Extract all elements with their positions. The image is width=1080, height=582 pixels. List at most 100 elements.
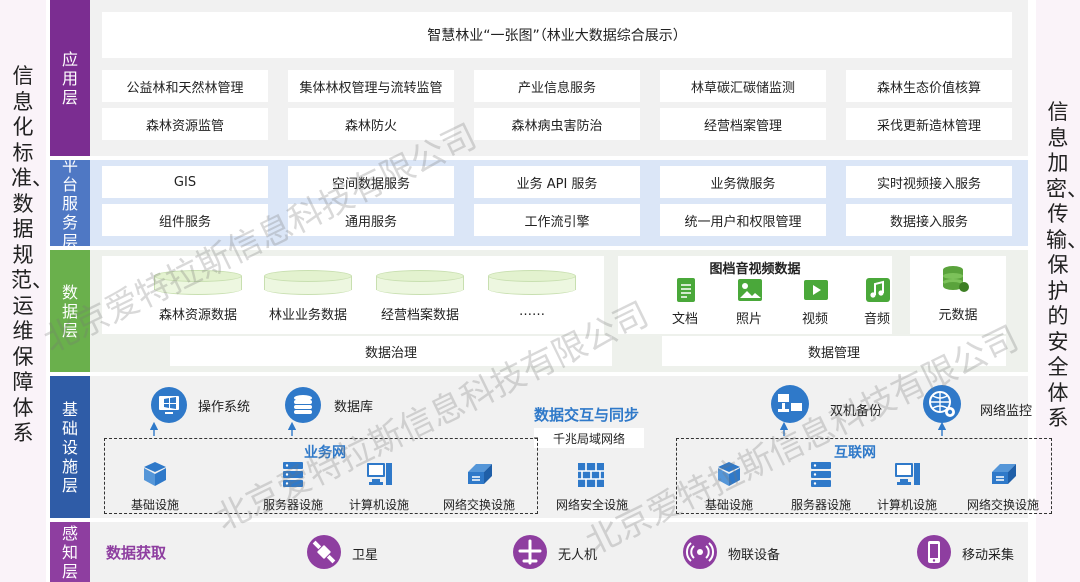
left-pillar: 信息化标准、数据规范、运维保障体系 <box>0 0 53 582</box>
perception-item-label: 移动采集 <box>962 548 1015 563</box>
media-label: 视频 <box>801 312 828 327</box>
sync-title: 数据交互与同步 <box>534 406 640 424</box>
metadata-icon <box>943 266 969 292</box>
platform-cell-5: 数据接入服务 <box>846 204 1012 236</box>
network-switch-icon <box>992 464 1016 484</box>
platform-layer-label: 平台服务层 <box>50 156 90 251</box>
iot-icon <box>683 535 717 569</box>
platform-cell-1: GIS <box>102 166 268 198</box>
document-icon <box>677 278 695 302</box>
internet-region <box>676 438 1052 514</box>
infrastructure-icon <box>144 462 166 486</box>
arrows-overlay <box>149 421 947 439</box>
app-cell-4: 经营档案管理 <box>660 108 826 140</box>
data-store-label: …… <box>519 304 545 319</box>
drone-icon <box>513 535 547 569</box>
database-label: 数据库 <box>334 400 374 415</box>
platform-cell-1: 组件服务 <box>102 204 268 236</box>
computer-icon <box>367 463 392 485</box>
app-cell-5: 森林生态价值核算 <box>846 70 1012 102</box>
app-cell-4: 林草碳汇碳储监测 <box>660 70 826 102</box>
device-label: 服务器设施 <box>262 498 323 512</box>
data-store-cylinder <box>264 270 352 296</box>
metadata-label: 元数据 <box>938 308 978 323</box>
server-icon <box>283 462 303 487</box>
network-monitor-icon <box>923 385 961 423</box>
photo-icon <box>738 279 762 301</box>
database-icon <box>285 387 321 423</box>
device-label: 计算机设施 <box>876 498 937 512</box>
platform-cell-2: 空间数据服务 <box>288 166 454 198</box>
perception-layer: 感知层 数据获取 卫星 无人机 物联设备 移动采集 <box>50 522 1028 582</box>
media-label: 文档 <box>671 312 698 327</box>
platform-cell-5: 实时视频接入服务 <box>846 166 1012 198</box>
lan-label: 千兆局域网络 <box>534 428 644 448</box>
app-cell-1: 公益林和天然林管理 <box>102 70 268 102</box>
data-management: 数据管理 <box>662 336 1006 366</box>
data-store-cylinder <box>488 270 576 296</box>
app-cell-2: 森林防火 <box>288 108 454 140</box>
data-store-label: 林业业务数据 <box>268 308 347 323</box>
perception-item-label: 卫星 <box>352 548 379 563</box>
right-pillar: 信息加密、传输、保护的安全体系 <box>1036 0 1080 582</box>
device-label: 网络交换设施 <box>442 498 515 512</box>
app-cell-3: 森林病虫害防治 <box>474 108 640 140</box>
media-label: 音频 <box>863 312 890 327</box>
app-cell-1: 森林资源监管 <box>102 108 268 140</box>
right-pillar-text: 信息加密、传输、保护的安全体系 <box>1046 100 1080 430</box>
infrastructure-layer-label: 基础设施层 <box>50 376 90 518</box>
business-network-label: 业务网 <box>304 445 346 461</box>
media-label: 照片 <box>735 312 762 327</box>
app-banner: 智慧林业“一张图”（林业大数据综合展示） <box>102 12 1012 58</box>
mobile-icon <box>917 535 951 569</box>
computer-icon <box>895 463 920 485</box>
acquisition-title: 数据获取 <box>106 544 167 562</box>
app-cell-5: 采伐更新造林管理 <box>846 108 1012 140</box>
satellite-icon <box>307 535 341 569</box>
data-stores-panel <box>102 256 604 334</box>
platform-cell-4: 业务微服务 <box>660 166 826 198</box>
platform-cell-3: 业务 API 服务 <box>474 166 640 198</box>
data-governance: 数据治理 <box>170 336 612 366</box>
platform-cell-4: 统一用户和权限管理 <box>660 204 826 236</box>
device-label: 基础设施 <box>130 498 179 512</box>
application-layer-label: 应用层 <box>50 0 90 156</box>
platform-cell-2: 通用服务 <box>288 204 454 236</box>
audio-icon <box>866 278 890 302</box>
os-label: 操作系统 <box>198 400 251 415</box>
device-label: 网络交换设施 <box>966 498 1039 512</box>
data-store-label: 经营档案数据 <box>380 308 459 323</box>
application-layer: 应用层 智慧林业“一张图”（林业大数据综合展示） 公益林和天然林管理集体林权管理… <box>50 0 1028 156</box>
data-layer-label: 数据层 <box>50 250 90 372</box>
internet-label: 互联网 <box>834 445 876 461</box>
app-cell-3: 产业信息服务 <box>474 70 640 102</box>
os-icon <box>151 387 187 423</box>
left-pillar-text: 信息化标准、数据规范、运维保障体系 <box>11 64 53 445</box>
app-cell-2: 集体林权管理与流转监管 <box>288 70 454 102</box>
platform-cell-3: 工作流引擎 <box>474 204 640 236</box>
perception-item-label: 无人机 <box>558 548 598 563</box>
backup-icon <box>771 385 809 423</box>
server-icon <box>811 462 831 487</box>
data-store-label: 森林资源数据 <box>158 308 237 323</box>
device-label: 服务器设施 <box>790 498 851 512</box>
security-label: 网络安全设施 <box>555 498 628 512</box>
video-icon <box>804 280 828 300</box>
infrastructure-icon <box>718 462 740 486</box>
firewall-icon <box>578 463 604 487</box>
media-title: 图档音视频数据 <box>709 262 801 277</box>
business-network-region <box>104 438 538 514</box>
device-label: 计算机设施 <box>348 498 409 512</box>
perception-layer-label: 感知层 <box>50 522 90 582</box>
platform-layer: 平台服务层 GIS 空间数据服务业务 API 服务业务微服务实时视频接入服务 组件… <box>50 156 1028 251</box>
device-label: 基础设施 <box>704 498 753 512</box>
data-layer: 数据层 森林资源数据 林业业务数据 经营档案数据 …… 图档音视频数据 文档 照片 视频 音… <box>50 250 1028 372</box>
data-store-cylinder <box>376 270 464 296</box>
backup-label: 双机备份 <box>830 404 883 419</box>
network-switch-icon <box>468 464 492 484</box>
infrastructure-layer: 基础设施层 操作系统 数据库 <box>50 376 1052 518</box>
network-monitor-label: 网络监控 <box>980 404 1033 419</box>
data-store-cylinder <box>154 270 242 296</box>
perception-item-label: 物联设备 <box>728 548 781 563</box>
